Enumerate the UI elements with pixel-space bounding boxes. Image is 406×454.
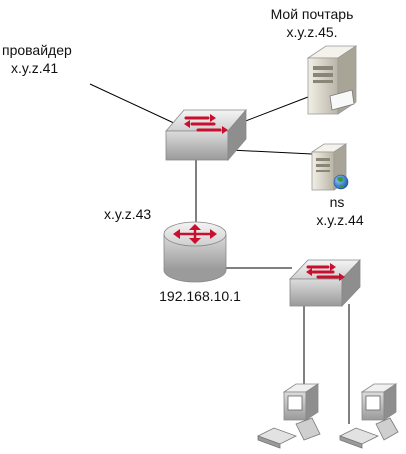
switch-icon [165, 108, 247, 162]
ns-server-ip-label: x.y.z.44 [316, 212, 364, 228]
server-icon [310, 143, 349, 191]
globe-icon [333, 174, 349, 190]
server-icon [306, 45, 358, 115]
provider-ip-label: x.y.z.41 [11, 60, 59, 76]
link-provider-switch [89, 83, 177, 125]
mail-server-name-label: Мой почтарь [270, 6, 354, 22]
workstation-icon [256, 383, 321, 449]
router-wan-ip-label: x.y.z.43 [104, 206, 152, 222]
router-icon [163, 221, 227, 283]
link-switch-ns [229, 149, 313, 155]
switch-icon [289, 258, 361, 308]
mail-server-ip-label: x.y.z.45. [286, 24, 338, 40]
workstation-icon [338, 383, 399, 449]
ns-server-name-label: ns [329, 194, 345, 210]
provider-name-label: провайдер [2, 42, 72, 58]
router-lan-ip-label: 192.168.10.1 [159, 288, 241, 304]
